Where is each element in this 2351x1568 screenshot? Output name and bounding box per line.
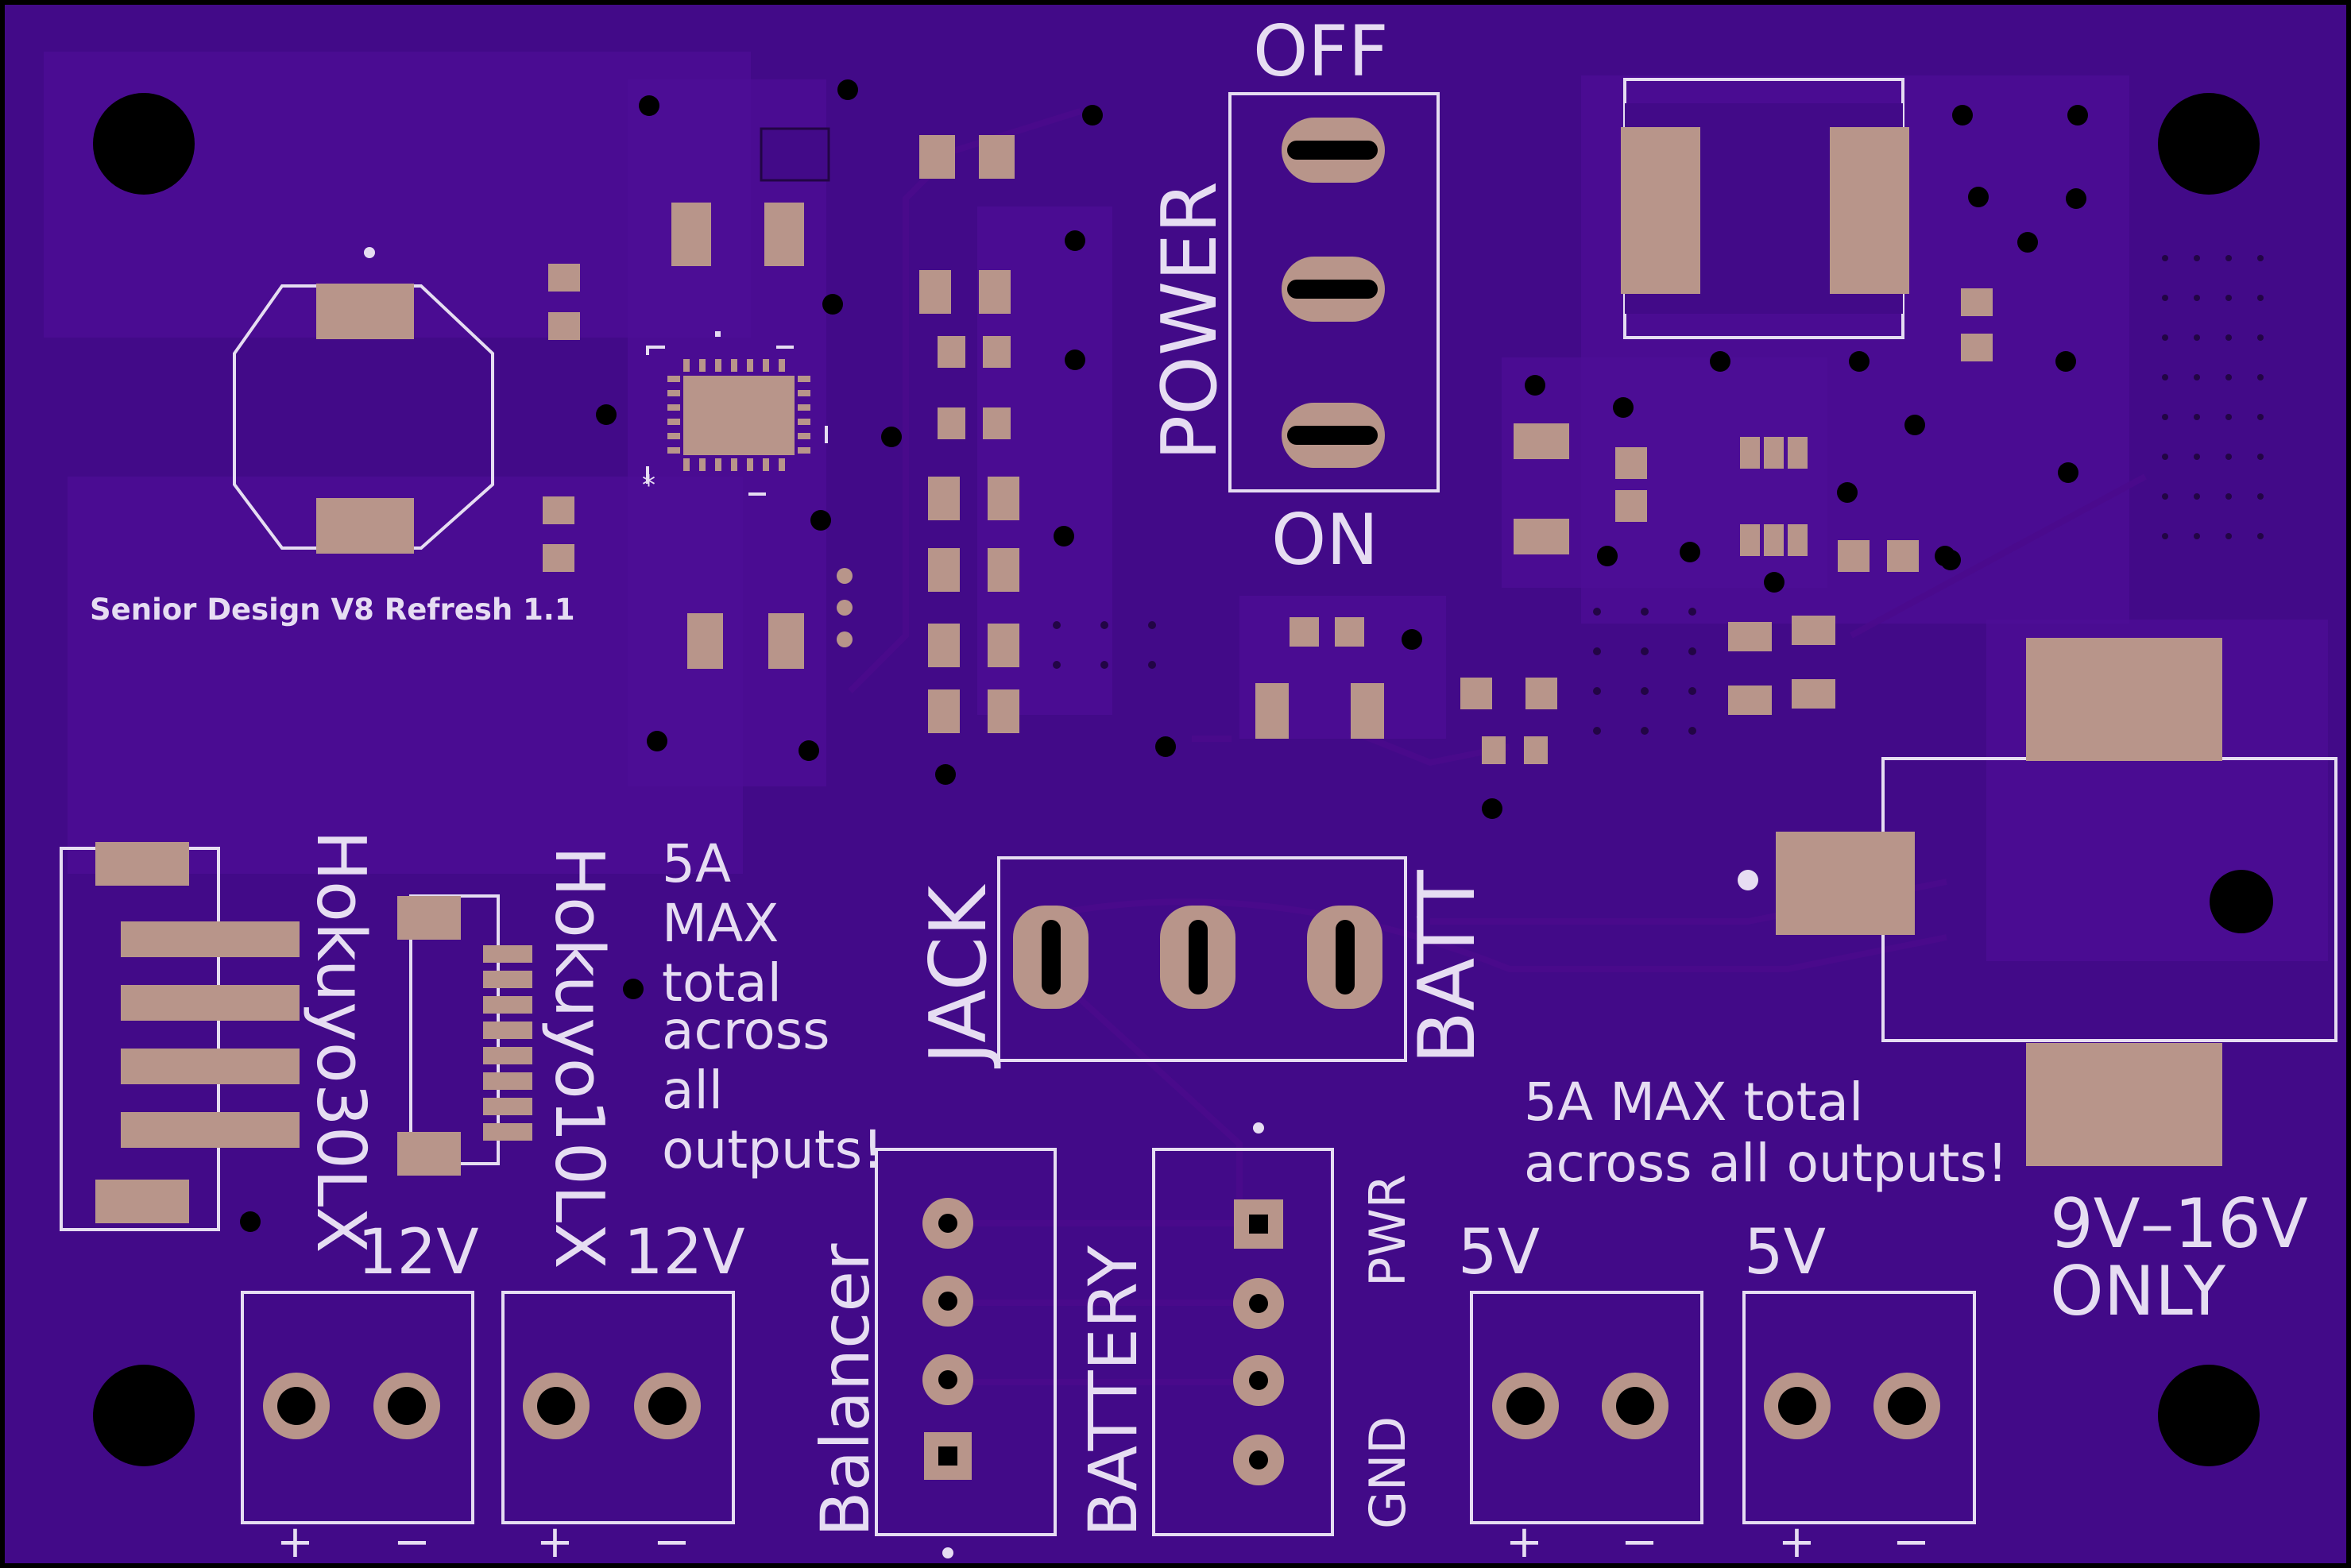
balancer-label: Balancer (806, 1243, 884, 1537)
terminal-12v-b-label: 12V (624, 1217, 745, 1288)
vias (240, 79, 2088, 1232)
terminal-5v-a (1470, 1291, 1703, 1524)
svg-text:5A: 5A (662, 833, 731, 894)
hokuyo10lx-connector (397, 894, 532, 1176)
selector-batt-label: BATT (1402, 869, 1493, 1064)
mounting-hole-tr (2158, 93, 2260, 195)
svg-text:*: * (642, 469, 655, 501)
switch-off-label: OFF (1253, 10, 1389, 92)
terminal-12v-a (241, 1291, 474, 1524)
terminal-12v-b (501, 1291, 735, 1524)
board-title: Senior Design V8 Refresh 1.1 (90, 593, 575, 627)
svg-text:+: + (536, 1516, 574, 1568)
switch-name-label: POWER (1146, 181, 1234, 461)
svg-text:5A MAX total: 5A MAX total (1524, 1072, 1863, 1133)
power-switch (1228, 92, 1440, 492)
svg-text:−: − (393, 1516, 431, 1568)
dc-jack-hole (2210, 870, 2273, 933)
svg-text:+: + (1506, 1516, 1543, 1568)
svg-text:+: + (276, 1516, 314, 1568)
left-warning: 5A MAX total across all outputs! (662, 833, 884, 1180)
pwr-label: PWR (1359, 1174, 1417, 1287)
right-warning: 5A MAX total across all outputs! (1524, 1072, 2008, 1194)
balancer-header (875, 1148, 1057, 1558)
battery-label: BATTERY (1074, 1245, 1152, 1537)
mounting-hole-bl (93, 1365, 195, 1466)
svg-text:all: all (662, 1060, 723, 1121)
via-grid-center (1053, 608, 1696, 735)
svg-text:total: total (662, 952, 782, 1014)
voltage-range-label: 9V–16V ONLY (2050, 1184, 2308, 1331)
mounting-holes (93, 93, 2273, 1466)
inductor-l2 (1621, 78, 1909, 339)
terminal-5v-b (1742, 1291, 1976, 1524)
svg-text:−: − (653, 1516, 690, 1568)
svg-text:−: − (1893, 1516, 1930, 1568)
inductor-l1 (233, 247, 494, 554)
via-grid-right (2162, 255, 2264, 539)
terminal-polarity-labels: + − + − + − + − (276, 1516, 1930, 1568)
source-selector (997, 856, 1407, 1062)
svg-text:across all outputs!: across all outputs! (1524, 1133, 2008, 1194)
battery-header (1152, 1122, 1334, 1536)
terminal-5v-b-label: 5V (1744, 1217, 1826, 1288)
svg-text:outputs!: outputs! (662, 1119, 884, 1180)
svg-text:9V–16V: 9V–16V (2050, 1184, 2308, 1264)
hokuyo10lx-label: Hokuyo10LX (539, 846, 618, 1269)
mounting-hole-br (2158, 1365, 2260, 1466)
terminal-5v-a-label: 5V (1458, 1217, 1540, 1288)
switch-on-label: ON (1271, 499, 1379, 581)
selector-jack-label: JACK (914, 883, 1004, 1069)
dc-jack (1738, 638, 2337, 1166)
mounting-hole-tl (93, 93, 195, 195)
svg-text:across: across (662, 1000, 830, 1061)
svg-text:MAX: MAX (662, 893, 779, 954)
hokuyo30lx-label: Hokuyo30LX (301, 830, 380, 1253)
svg-text:ONLY: ONLY (2050, 1252, 2226, 1331)
gnd-label: GND (1359, 1416, 1417, 1529)
hokuyo30lx-connector (60, 842, 300, 1231)
smd-parts (543, 127, 1993, 764)
terminal-12v-a-label: 12V (358, 1217, 479, 1288)
svg-text:−: − (1621, 1516, 1658, 1568)
svg-text:+: + (1778, 1516, 1815, 1568)
mcu-qfn: * (642, 331, 828, 501)
